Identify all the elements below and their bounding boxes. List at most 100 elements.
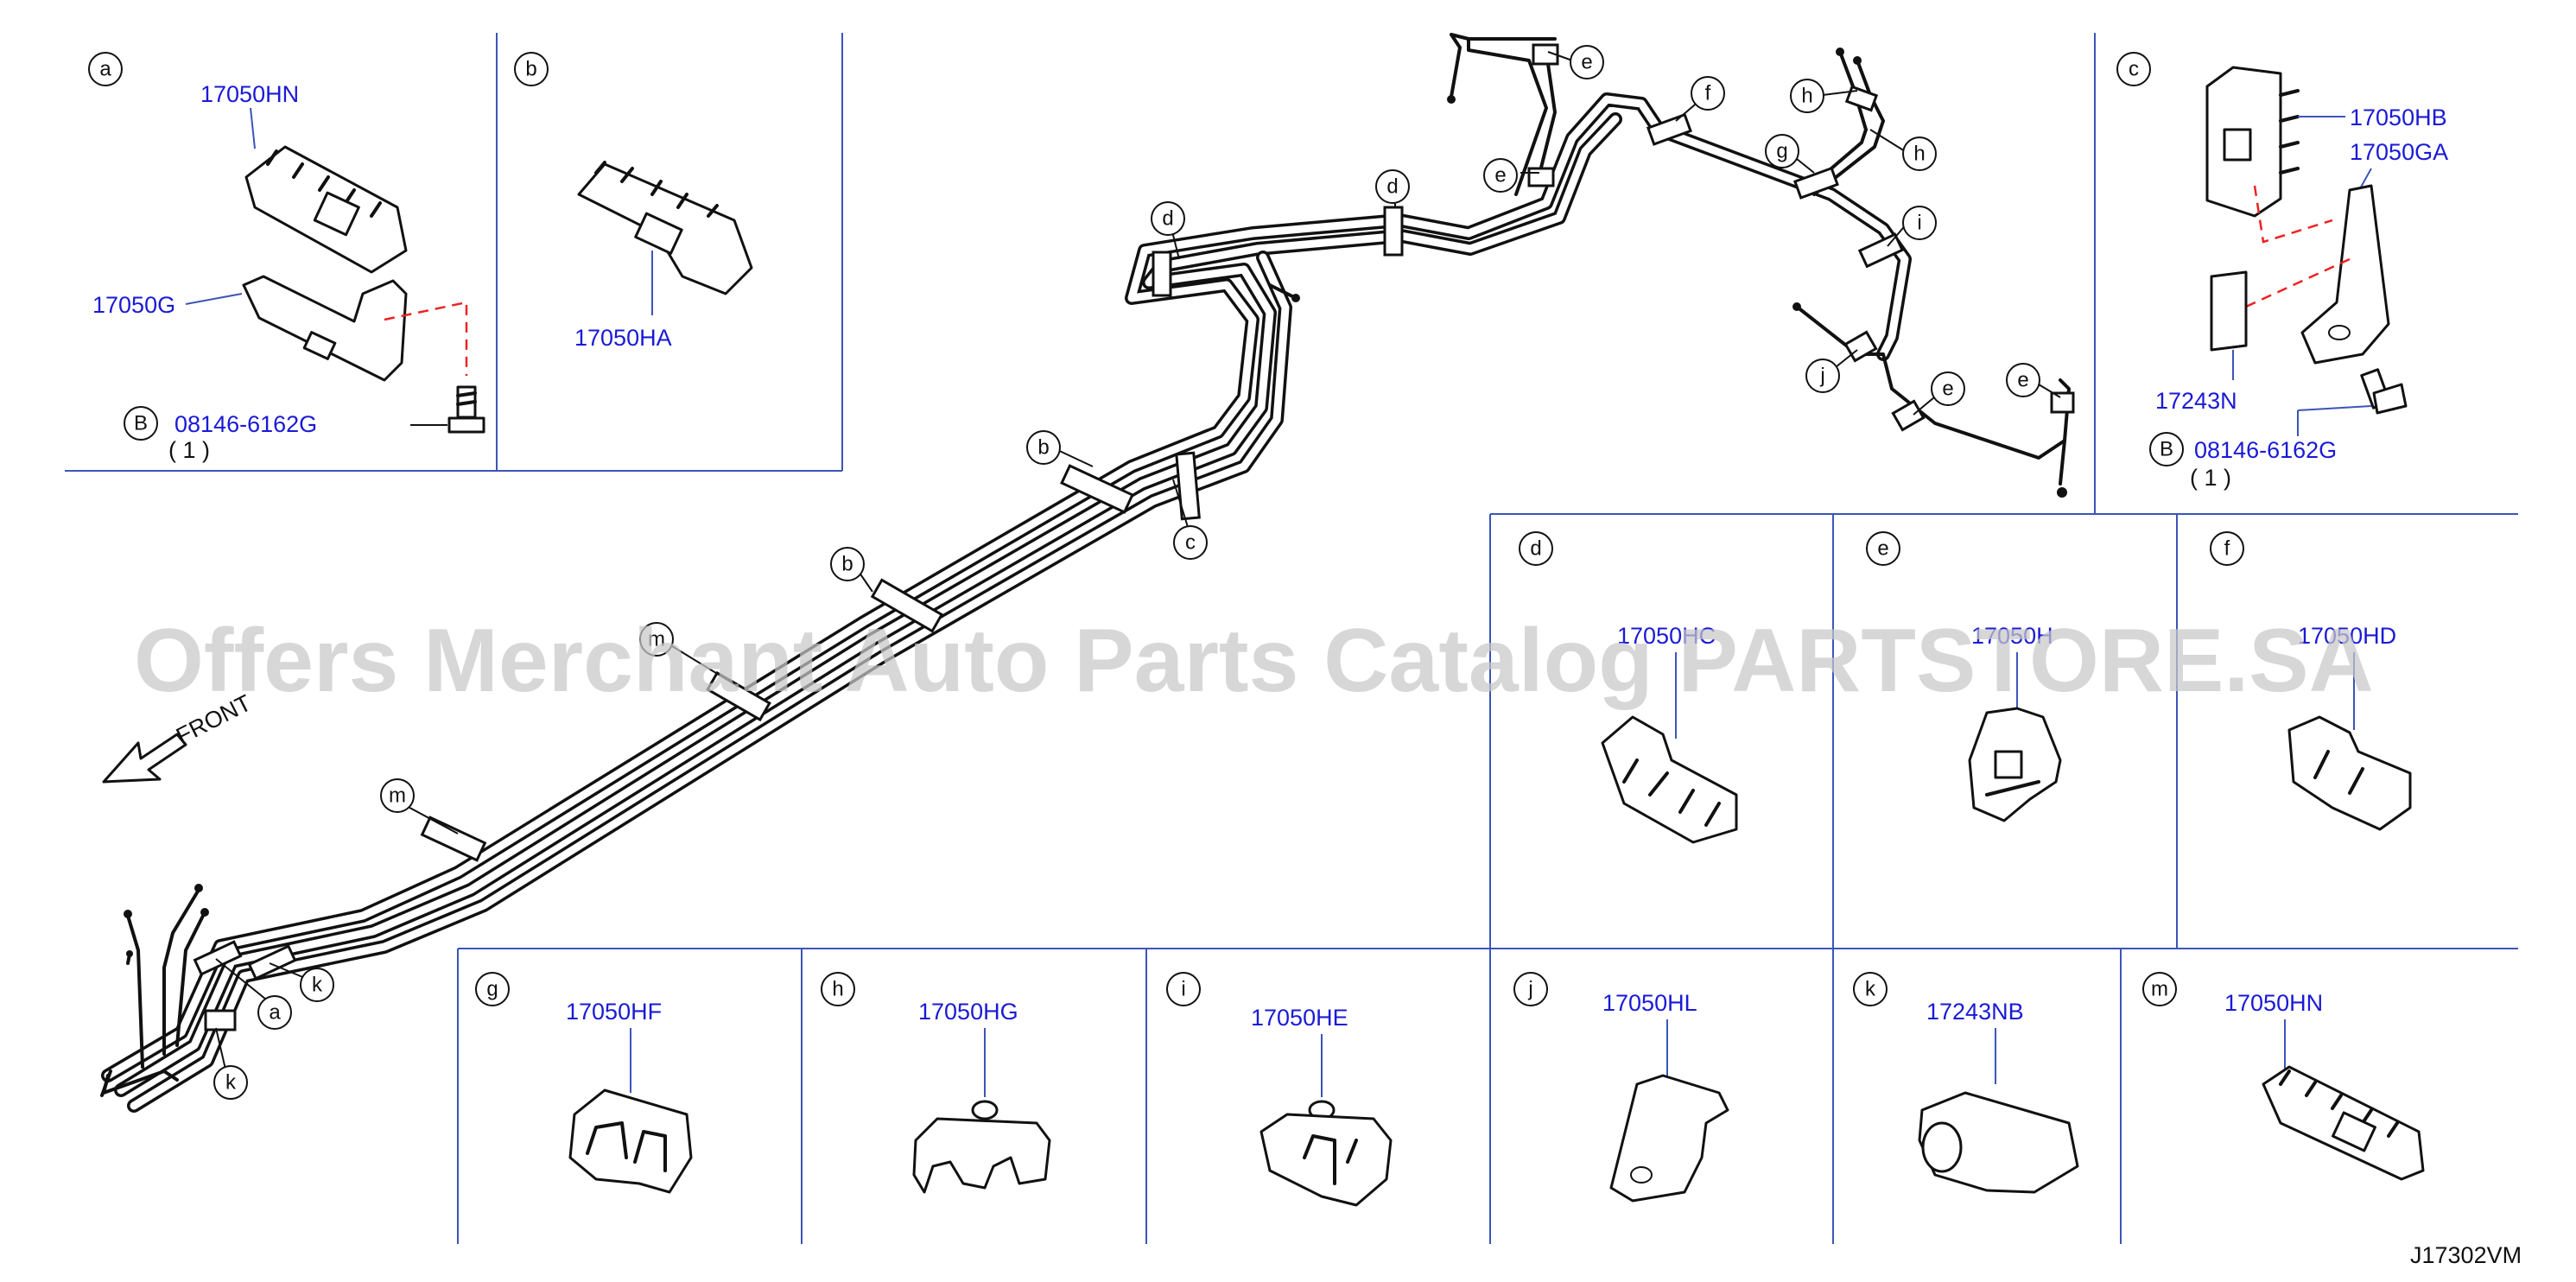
part-number: 17050HG: [918, 999, 1018, 1025]
svg-text:m: m: [648, 628, 665, 651]
panel-frames: [65, 33, 2518, 1244]
watermark: Offers Merchant Auto Parts Catalog PARTS…: [134, 611, 2374, 711]
clip-17050HE-icon: [1259, 1113, 1393, 1207]
bolt-marker: B: [2160, 438, 2173, 461]
callout-k: k: [213, 1065, 248, 1100]
bolt-part-number: 08146-6162G: [2194, 437, 2337, 463]
bolt-marker: B: [134, 412, 148, 435]
svg-text:e: e: [2017, 369, 2028, 392]
callout-e: e: [2006, 363, 2040, 397]
callout-m: m: [380, 778, 415, 813]
part-number: 17050HB: [2350, 105, 2447, 130]
part-number: 17050HN: [2224, 990, 2323, 1016]
svg-text:m: m: [389, 784, 406, 808]
svg-text:e: e: [1942, 378, 1953, 401]
svg-text:f: f: [1705, 82, 1711, 105]
clip-17050HD-icon: [2287, 715, 2412, 831]
panel-f: f 17050HD: [2210, 531, 2412, 831]
svg-text:g: g: [1776, 140, 1787, 163]
callout-f: f: [1691, 76, 1725, 111]
callout-leaders: [215, 51, 2061, 1085]
panel-d-letter: d: [1530, 537, 1541, 561]
svg-text:i: i: [1917, 212, 1921, 235]
svg-text:d: d: [1162, 207, 1173, 231]
svg-text:h: h: [1913, 143, 1925, 166]
panel-h-letter: h: [832, 978, 843, 1001]
panel-i: i 17050HE: [1166, 972, 1393, 1207]
callout-a: a: [257, 995, 292, 1030]
clip-17050HL-icon: [1609, 1074, 1729, 1203]
callout-e: e: [1931, 371, 1965, 406]
svg-text:e: e: [1494, 164, 1506, 187]
callout-m: m: [639, 622, 674, 657]
svg-text:c: c: [1185, 531, 1196, 555]
callout-k: k: [300, 968, 334, 1002]
panel-e: e 17050H: [1866, 531, 2062, 822]
clip-17050HC-icon: [1601, 715, 1738, 844]
callout-g: g: [1765, 134, 1799, 168]
callout-e: e: [1483, 158, 1518, 193]
callout-c: c: [1173, 525, 1208, 560]
panel-b-letter: b: [525, 58, 536, 81]
bolt-icon: [2360, 368, 2408, 415]
svg-text:a: a: [269, 1001, 281, 1025]
bracket-17050GA-icon: [2300, 184, 2390, 365]
part-number: 17050HE: [1251, 1005, 1348, 1031]
bolt-icon: [447, 385, 485, 434]
panel-c-letter: c: [2129, 58, 2139, 81]
callout-e: e: [1570, 45, 1604, 79]
part-number: 17050G: [92, 292, 175, 318]
panel-a: a 17050HN 17050G B 08146-6162G ( 1 ): [88, 52, 485, 463]
part-number: 17050HD: [2298, 623, 2396, 649]
panel-j: j 17050HL: [1513, 972, 1729, 1203]
part-number: 17050HF: [566, 999, 662, 1025]
bolt-part-number: 08146-6162G: [174, 411, 317, 437]
svg-text:d: d: [1386, 175, 1398, 199]
svg-text:e: e: [1581, 51, 1592, 74]
part-number: 17050HN: [200, 81, 299, 107]
panel-k: k 17243NB: [1853, 972, 2079, 1194]
bolt-quantity: ( 1 ): [2190, 465, 2231, 491]
panel-m-letter: m: [2151, 978, 2168, 1001]
panel-k-letter: k: [1865, 978, 1876, 1001]
callout-i: i: [1902, 206, 1937, 240]
panel-g: g 17050HF: [475, 972, 693, 1194]
bracket-17050G-icon: [242, 275, 408, 382]
panel-c: c 17050HB 17050GA 17243N B 08146-6162G (…: [2116, 52, 2448, 491]
part-number: 17050H: [1971, 623, 2053, 649]
svg-text:k: k: [312, 974, 323, 997]
bolt-quantity: ( 1 ): [168, 437, 210, 463]
panel-b: b 17050HA: [514, 52, 753, 351]
panel-d: d 17050HC: [1519, 531, 1738, 844]
svg-text:h: h: [1801, 85, 1812, 108]
callout-b: b: [830, 547, 865, 581]
panel-h: h 17050HG: [821, 972, 1051, 1194]
clip-17050HF-icon: [568, 1088, 693, 1194]
svg-text:b: b: [1037, 436, 1049, 460]
callout-j: j: [1805, 359, 1840, 393]
callout-d: d: [1375, 169, 1410, 204]
callout-h: h: [1902, 136, 1937, 171]
svg-text:k: k: [225, 1071, 237, 1095]
brake-tube-assembly: [100, 33, 2071, 1113]
part-number: 17050GA: [2350, 139, 2448, 165]
panel-a-letter: a: [99, 58, 111, 81]
svg-text:b: b: [841, 553, 853, 576]
part-number: 17243NB: [1926, 999, 2024, 1025]
svg-text:j: j: [1819, 365, 1824, 388]
panel-f-letter: f: [2224, 537, 2230, 561]
callout-b: b: [1026, 430, 1061, 465]
panel-j-letter: j: [1527, 978, 1532, 1001]
part-number: 17050HL: [1602, 990, 1697, 1016]
clip-17050HG-icon: [912, 1117, 1051, 1194]
pad-17243N-icon: [2210, 270, 2248, 352]
part-number: 17050HA: [574, 325, 672, 351]
part-number: 17050HC: [1617, 623, 1716, 649]
callout-h: h: [1790, 79, 1824, 113]
callout-d: d: [1151, 201, 1185, 236]
callout-circles: c b b d d e e f g h h i j e e m m a k k: [213, 45, 2040, 1100]
diagram-code: J17302VM: [2410, 1242, 2522, 1268]
part-number: 17243N: [2155, 388, 2237, 414]
